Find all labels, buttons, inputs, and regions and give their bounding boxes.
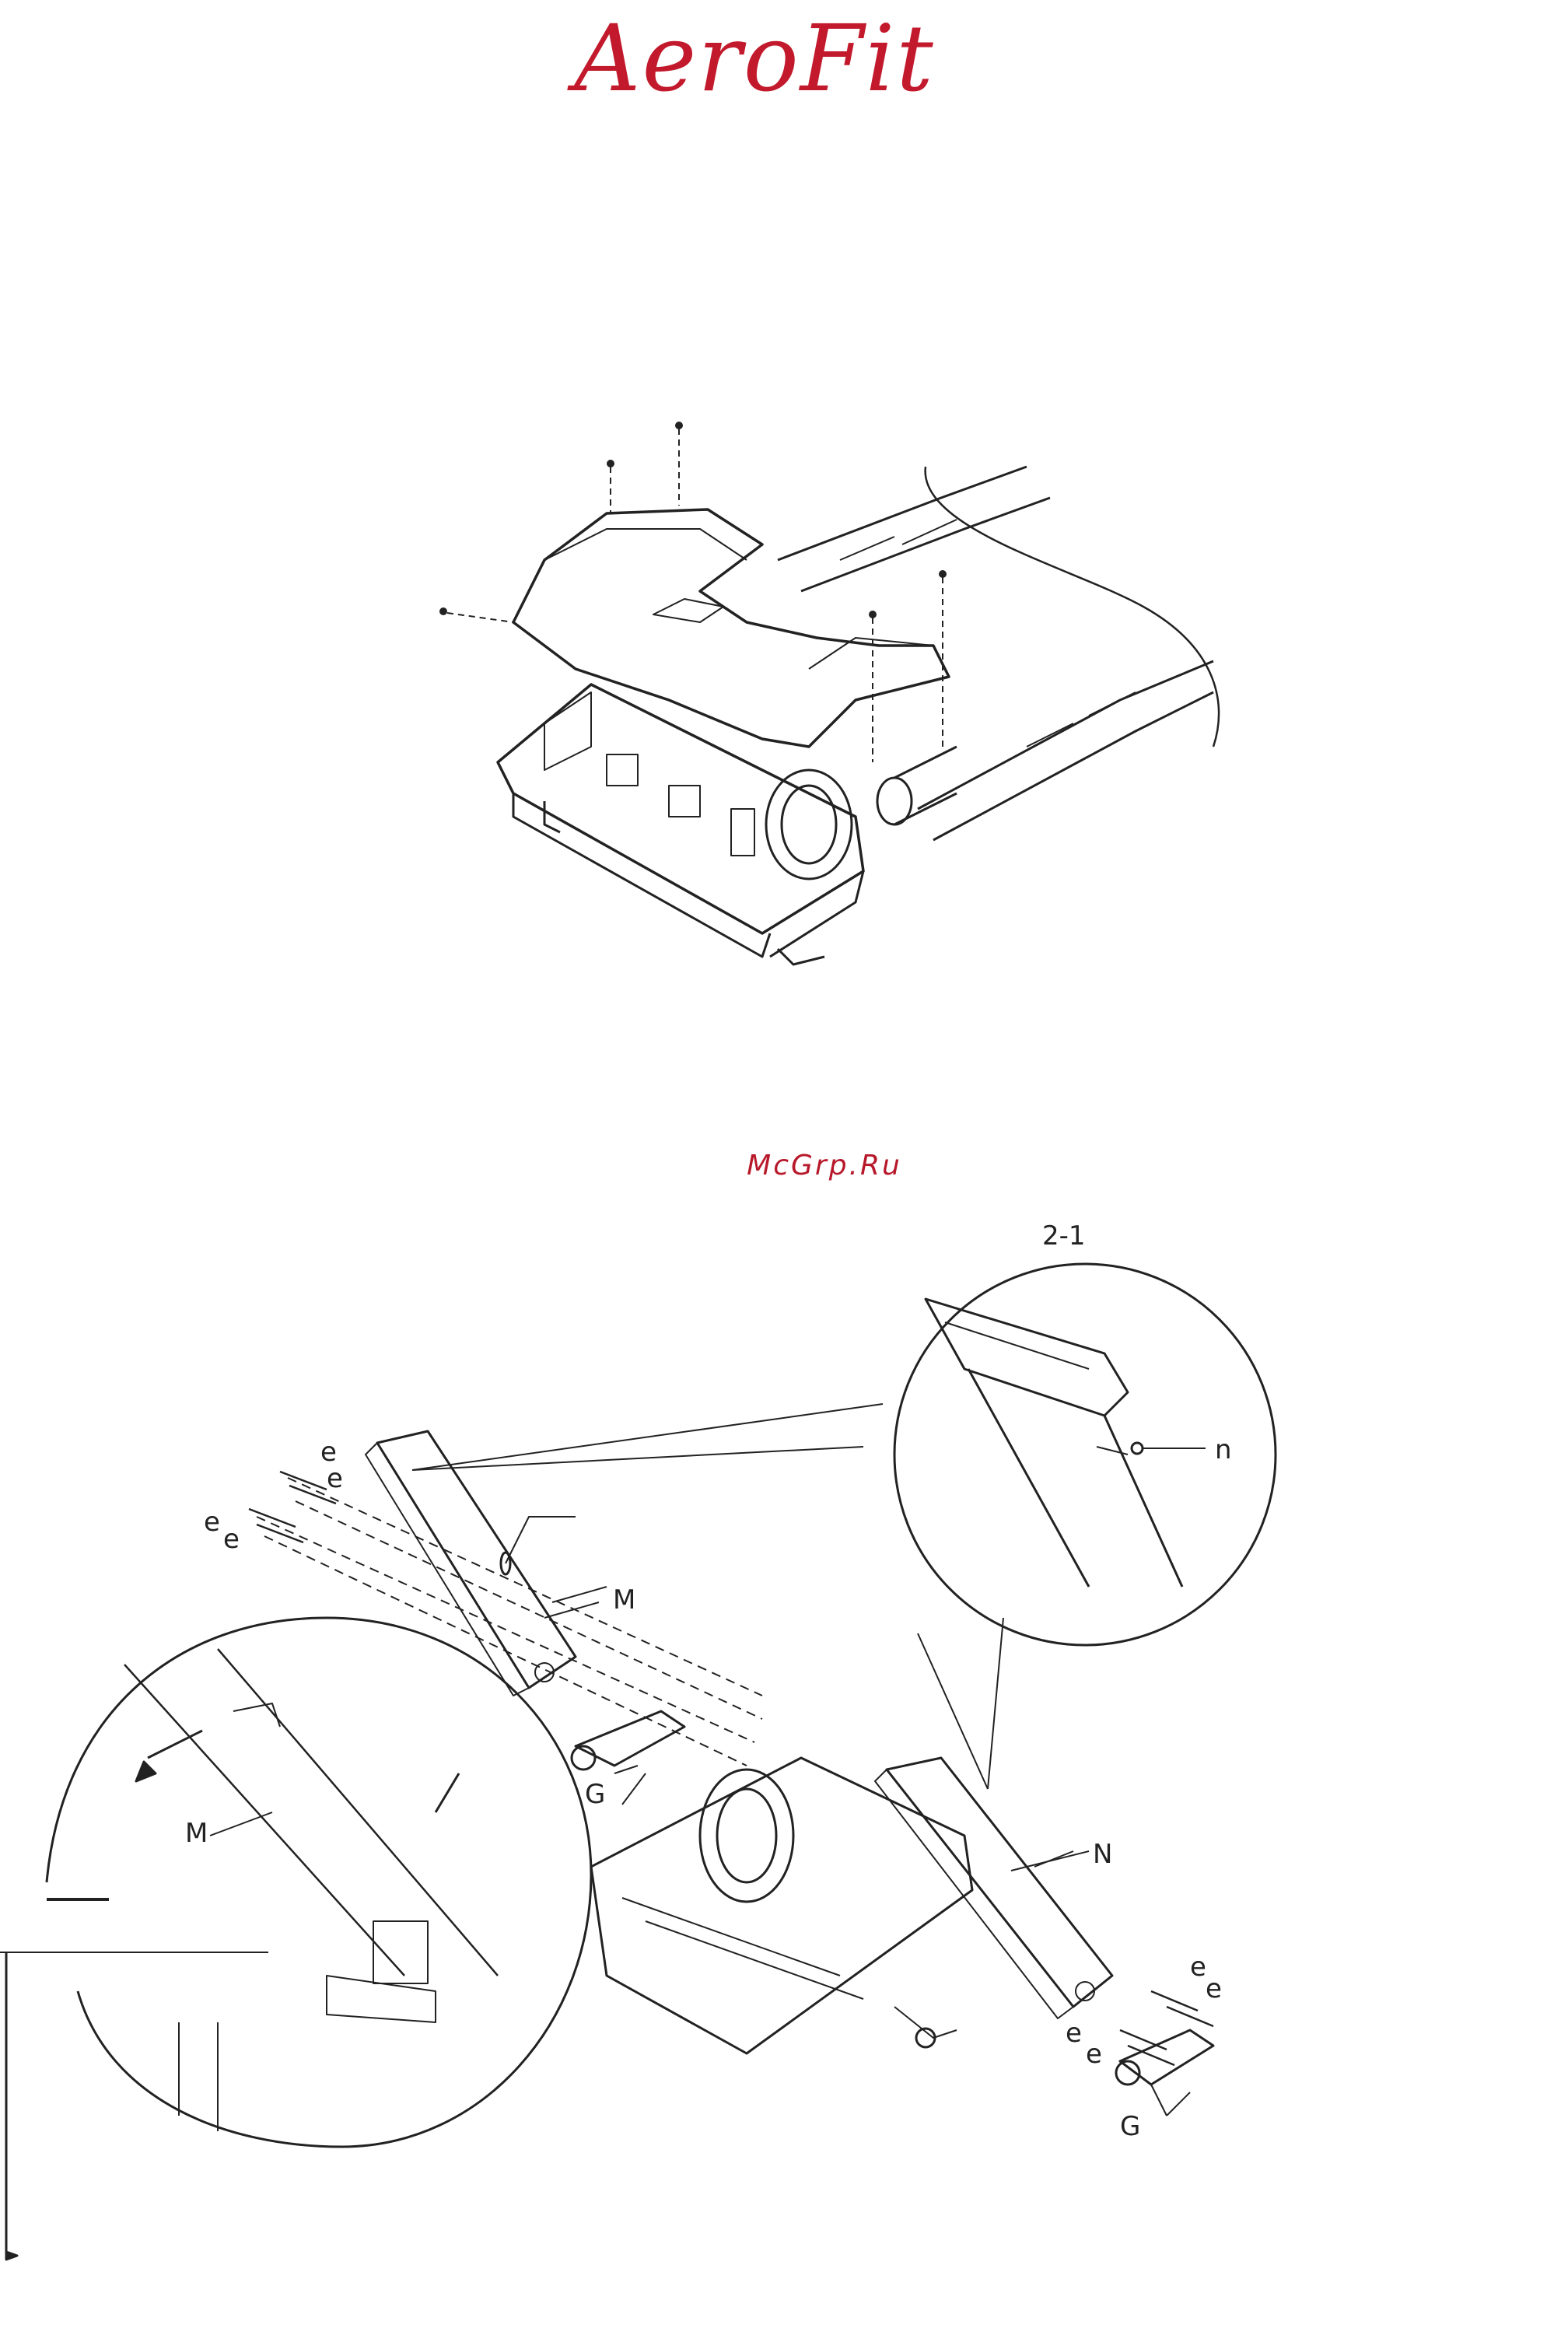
callout-e-5: e [1190, 1952, 1206, 1983]
callout-e-8: e [1086, 2039, 1102, 2070]
callout-e-2: e [327, 1463, 343, 1494]
callout-G-right: G [1120, 2111, 1140, 2142]
callout-M-detail: M [185, 1818, 208, 1849]
callout-M: M [613, 1584, 635, 1616]
callout-e-6: e [1206, 1973, 1222, 2004]
callout-N: N [1093, 1839, 1112, 1870]
callout-e-7: e [1066, 2018, 1082, 2049]
callout-e-3: e [204, 1507, 220, 1538]
detail-2-1-label: 2-1 [1042, 1220, 1086, 1252]
callout-G-left: G [585, 1779, 605, 1810]
callout-n: n [1215, 1434, 1232, 1465]
callout-e-4: e [223, 1524, 240, 1555]
